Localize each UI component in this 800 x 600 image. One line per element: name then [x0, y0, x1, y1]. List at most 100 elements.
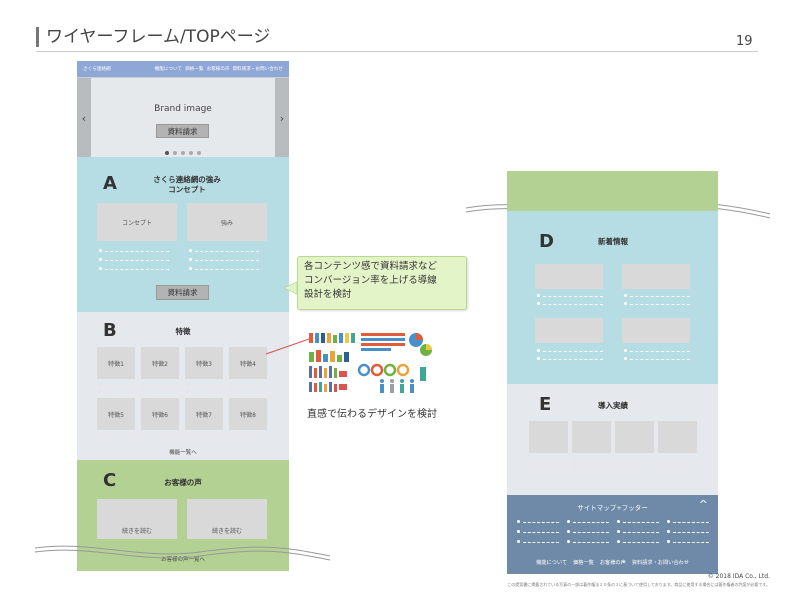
text-line — [230, 381, 266, 390]
connector-line — [265, 338, 310, 355]
hero-slider: ‹ › Brand image 資料請求 — [77, 77, 289, 158]
sitemap-line[interactable] — [567, 538, 609, 547]
section-e-letter: E — [539, 394, 552, 415]
text-line — [189, 247, 259, 256]
sitemap-line[interactable] — [567, 518, 609, 527]
text-line — [186, 432, 222, 441]
top-page-wireframe-continued: D 新着情報 E 導入実績 サイトマップ+フッター ^ — [507, 171, 718, 574]
news-card[interactable] — [535, 264, 603, 289]
nav-link-features[interactable]: 機能について — [154, 67, 183, 72]
section-a-request-button[interactable]: 資料請求 — [156, 285, 209, 300]
footer-link-features[interactable]: 機能について — [536, 560, 568, 566]
sitemap-line[interactable] — [617, 518, 659, 527]
case-card[interactable] — [658, 421, 697, 453]
slider-dots[interactable] — [77, 151, 289, 155]
slider-next-icon[interactable]: › — [275, 78, 289, 158]
bar-people — [309, 350, 349, 362]
nav-link-voices[interactable]: お客様の声 — [206, 67, 230, 72]
sitemap-line[interactable] — [617, 538, 659, 547]
sitemap-line[interactable] — [517, 518, 559, 527]
text-line — [98, 388, 134, 397]
section-b: B 特徴 特徴1 特徴2 特徴3 特徴4 特徴5 特徴6 特徴7 特徴8 機能一… — [77, 312, 289, 460]
sitemap-line[interactable] — [517, 528, 559, 537]
feature-card[interactable]: 特徴3 — [185, 347, 223, 379]
copyright-notice: この提案書に掲載されている写真の一部は著作権法３０条の３に基づいて使用しておりま… — [507, 582, 770, 587]
text-line — [537, 300, 603, 309]
sitemap-line[interactable] — [667, 518, 709, 527]
text-line — [230, 388, 266, 397]
section-c-tail — [507, 171, 718, 211]
text-line — [616, 462, 653, 471]
section-c-title: お客様の声 — [164, 478, 202, 487]
news-card[interactable] — [535, 318, 603, 343]
section-e: E 導入実績 — [507, 384, 718, 495]
callout-pointer — [283, 281, 298, 295]
text-line — [142, 381, 178, 390]
case-card[interactable] — [529, 421, 568, 453]
sitemap-line[interactable] — [667, 538, 709, 547]
text-line — [142, 388, 178, 397]
text-line — [98, 381, 134, 390]
feature-list-link[interactable]: 機能一覧へ — [169, 450, 197, 456]
text-line — [230, 432, 266, 441]
voice-list-link[interactable]: お客様の声一覧へ — [160, 557, 205, 563]
text-line — [189, 256, 259, 265]
footer-sitemap: サイトマップ+フッター ^ 機能について 価格一覧 お客様の声 資料請求・お問い… — [507, 495, 718, 574]
section-b-title: 特徴 — [175, 327, 191, 336]
callout-line: 各コンテンツ感で資料請求など — [304, 261, 438, 272]
sitemap-line[interactable] — [667, 528, 709, 537]
section-b-letter: B — [103, 320, 117, 341]
news-card[interactable] — [622, 264, 690, 289]
person-figures — [380, 367, 426, 393]
copyright: © 2018 IDA Co., Ltd. — [707, 573, 770, 580]
footer-link-pricing[interactable]: 価格一覧 — [573, 560, 594, 566]
sitemap-line[interactable] — [617, 528, 659, 537]
sitemap-line[interactable] — [567, 528, 609, 537]
section-c: C お客様の声 続きを読む 続きを読む お客様の声一覧へ — [77, 460, 289, 571]
nav-link-pricing[interactable]: 価格一覧 — [185, 67, 204, 72]
text-line — [186, 388, 222, 397]
text-line — [99, 247, 169, 256]
feature-card[interactable]: 特徴8 — [229, 398, 267, 430]
footer-links: 機能について 価格一覧 お客様の声 資料請求・お問い合わせ — [507, 559, 718, 566]
text-line — [573, 462, 610, 471]
callout-line: コンバージョン率を上げる導線 — [304, 275, 437, 286]
text-line — [624, 292, 690, 301]
brand-image-label: Brand image — [154, 104, 212, 114]
news-card[interactable] — [622, 318, 690, 343]
nav-link-contact[interactable]: 資料請求・お問い合わせ — [232, 67, 283, 72]
concept-card[interactable]: コンセプト — [97, 203, 177, 241]
text-line — [624, 347, 690, 356]
feature-card[interactable]: 特徴6 — [141, 398, 179, 430]
slider-prev-icon[interactable]: ‹ — [77, 78, 91, 158]
title-divider — [36, 51, 758, 52]
feature-card[interactable]: 特徴4 — [229, 347, 267, 379]
sitemap-line[interactable] — [517, 538, 559, 547]
case-card[interactable] — [572, 421, 611, 453]
hero-request-button[interactable]: 資料請求 — [156, 124, 209, 138]
feature-card[interactable]: 特徴5 — [97, 398, 135, 430]
feature-card[interactable]: 特徴7 — [185, 398, 223, 430]
case-card[interactable] — [615, 421, 654, 453]
pie-charts — [409, 333, 432, 356]
section-d-letter: D — [539, 231, 554, 252]
text-line — [616, 455, 653, 464]
footer-link-voices[interactable]: お客様の声 — [599, 560, 626, 566]
footer-link-contact[interactable]: 資料請求・お問い合わせ — [631, 560, 689, 566]
section-a-letter: A — [103, 173, 117, 194]
feature-card[interactable]: 特徴1 — [97, 347, 135, 379]
feature-card[interactable]: 特徴2 — [141, 347, 179, 379]
strength-card[interactable]: 強み — [187, 203, 267, 241]
nav-logo[interactable]: さくら連絡網 — [83, 67, 111, 72]
text-line — [537, 355, 603, 364]
text-line — [189, 265, 259, 274]
text-line — [537, 347, 603, 356]
back-to-top-icon[interactable]: ^ — [698, 498, 708, 511]
text-line — [98, 432, 134, 441]
section-a: A さくら連絡網の強み コンセプト コンセプト 強み 資料請求 — [77, 157, 289, 312]
section-a-title-1: さくら連絡網の強み — [153, 175, 221, 184]
voice-card[interactable]: 続きを読む — [97, 499, 177, 539]
callout-note: 各コンテンツ感で資料請求など コンバージョン率を上げる導線 設計を検討 — [297, 256, 467, 310]
voice-card[interactable]: 続きを読む — [187, 499, 267, 539]
text-line — [659, 455, 696, 464]
